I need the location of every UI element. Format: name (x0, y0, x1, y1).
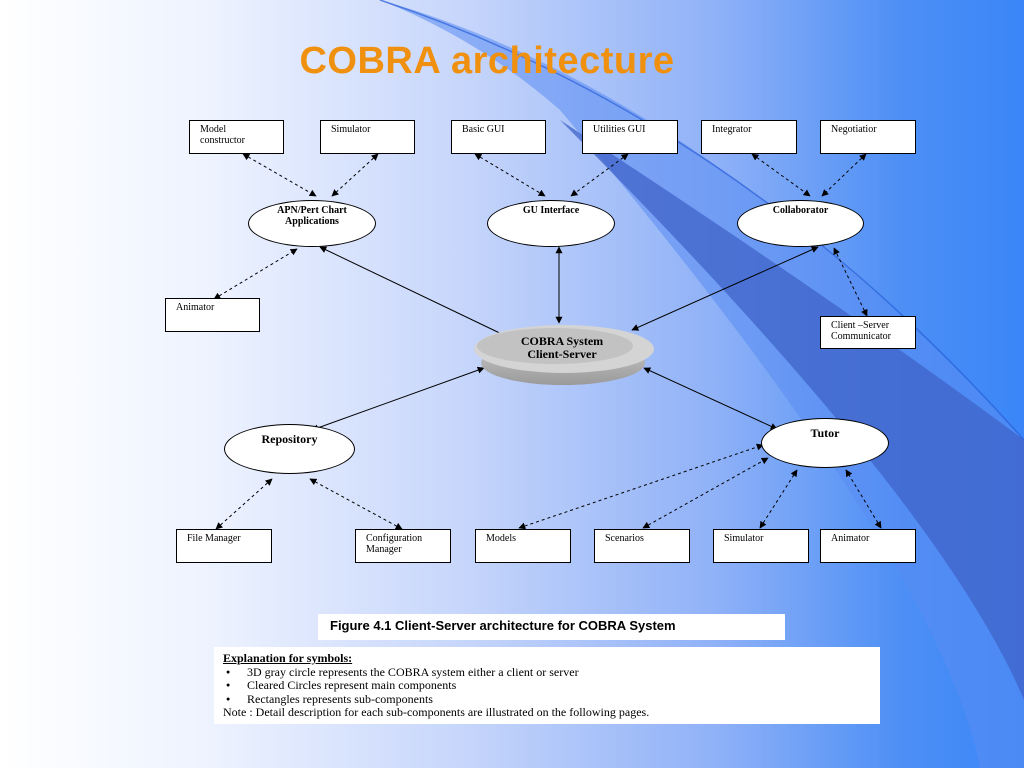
animator-bottom-box: Animator (820, 529, 916, 563)
collaborator-oval: Collaborator (737, 200, 864, 247)
tutor-label: Tutor (810, 426, 840, 440)
model-constructor-label: Model constructor (200, 124, 245, 146)
apn-pert-label: APN/Pert Chart Applications (277, 205, 347, 227)
repository-label: Repository (261, 432, 318, 446)
negotiator-label: Negotiatior (831, 124, 877, 135)
models-label: Models (486, 533, 516, 544)
legend-item: 3D gray circle represents the COBRA syst… (223, 665, 871, 680)
cobra-system-label: COBRA System Client-Server (520, 334, 604, 361)
models-box: Models (475, 529, 571, 563)
utilities-gui-label: Utilities GUI (593, 124, 646, 135)
scenarios-label: Scenarios (605, 533, 644, 544)
model-constructor-box: Model constructor (189, 120, 284, 154)
apn-pert-oval: APN/Pert Chart Applications (248, 200, 376, 247)
file-manager-label: File Manager (187, 533, 241, 544)
simulator-top-label: Simulator (331, 124, 371, 135)
file-manager-box: File Manager (176, 529, 272, 563)
legend-note: Note : Detail description for each sub-c… (223, 705, 650, 719)
page-title: COBRA architecture (299, 40, 675, 82)
animator-left-label: Animator (176, 302, 215, 313)
legend-heading: Explanation for symbols: (223, 651, 353, 665)
repository-oval: Repository (224, 424, 355, 474)
gu-interface-label: GU Interface (522, 205, 580, 216)
scenarios-box: Scenarios (594, 529, 690, 563)
utilities-gui-box: Utilities GUI (582, 120, 678, 154)
client-server-communicator-label: Client –Server Communicator (831, 320, 891, 342)
simulator-top-box: Simulator (320, 120, 415, 154)
legend-item: Rectangles represents sub-components (223, 692, 871, 707)
integrator-label: Integrator (712, 124, 752, 135)
integrator-box: Integrator (701, 120, 797, 154)
collaborator-label: Collaborator (772, 205, 829, 216)
gu-interface-oval: GU Interface (487, 200, 615, 247)
simulator-bottom-box: Simulator (713, 529, 809, 563)
negotiator-box: Negotiatior (820, 120, 916, 154)
basic-gui-label: Basic GUI (462, 124, 505, 135)
tutor-oval: Tutor (761, 418, 889, 468)
configuration-manager-label: Configuration Manager (366, 533, 423, 555)
basic-gui-box: Basic GUI (451, 120, 546, 154)
legend-item: Cleared Circles represent main component… (223, 678, 871, 693)
simulator-bottom-label: Simulator (724, 533, 764, 544)
figure-caption: Figure 4.1 Client-Server architecture fo… (318, 614, 785, 640)
animator-bottom-label: Animator (831, 533, 870, 544)
animator-left-box: Animator (165, 298, 260, 332)
configuration-manager-box: Configuration Manager (355, 529, 451, 563)
client-server-communicator-box: Client –Server Communicator (820, 316, 916, 349)
symbol-legend: Explanation for symbols: 3D gray circle … (214, 647, 880, 724)
